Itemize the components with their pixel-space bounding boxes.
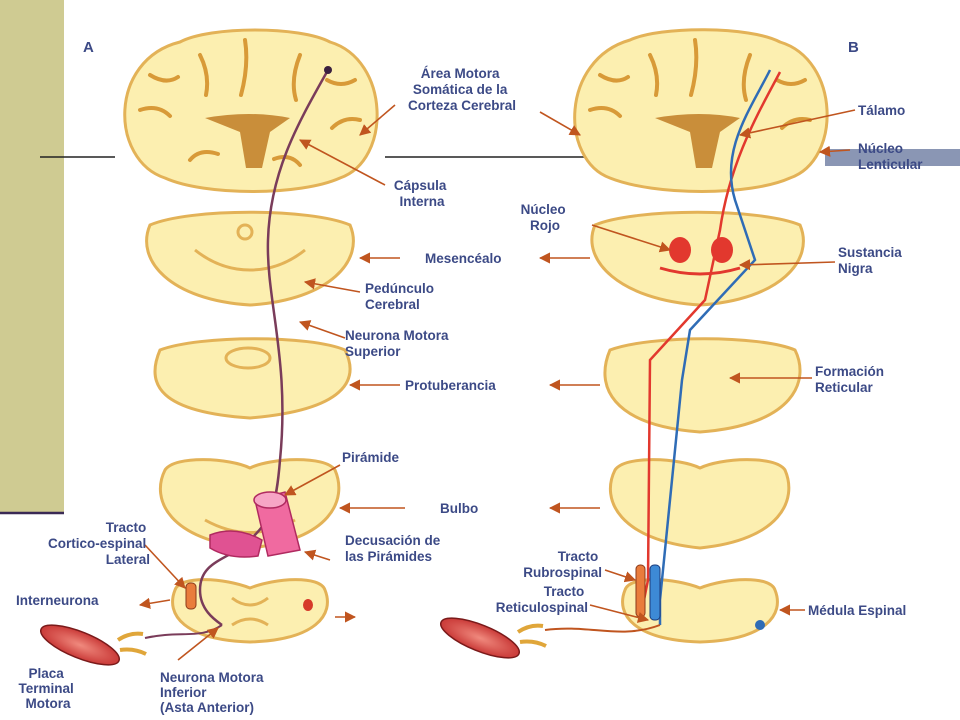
label-reticulospinal: Tracto Reticulospinal bbox=[496, 584, 588, 615]
label-midbrain: Mesencéalo bbox=[425, 251, 502, 266]
panel-label-b: B bbox=[848, 39, 859, 56]
pons-section-right-icon bbox=[603, 337, 802, 434]
sidebar-bar bbox=[0, 0, 64, 512]
label-thalamus: Tálamo bbox=[858, 103, 905, 118]
tract-columns-icon bbox=[635, 564, 661, 621]
medulla-section-right-icon bbox=[609, 458, 791, 550]
label-reticular: Formación Reticular bbox=[815, 364, 888, 395]
red-nucleus-icon bbox=[669, 237, 691, 263]
brain-section-right-icon bbox=[573, 28, 829, 193]
label-internal-capsule: Cápsula Interna bbox=[394, 178, 450, 209]
label-peduncle: Pedúnculo Cerebral bbox=[365, 281, 438, 312]
midbrain-section-right-icon bbox=[590, 210, 805, 307]
label-substantia-nigra: Sustancia Nigra bbox=[838, 245, 906, 276]
midbrain-section-icon bbox=[145, 210, 355, 307]
label-end-plate: Placa Terminal Motora bbox=[18, 666, 77, 711]
panel-label-a: A bbox=[83, 39, 94, 56]
label-decussation: Decusación de las Pirámides bbox=[345, 533, 444, 564]
label-upper-neuron: Neurona Motora Superior bbox=[345, 328, 452, 359]
muscle-right-icon bbox=[440, 617, 661, 659]
leader-arrows bbox=[138, 104, 856, 661]
label-lateral-tract: Tracto Cortico-espinal Lateral bbox=[48, 520, 150, 567]
blue-tract bbox=[658, 69, 772, 625]
label-motor-area: Área Motora Somática de la Corteza Cereb… bbox=[408, 66, 516, 113]
label-lentiform: Núcleo Lenticular bbox=[858, 141, 923, 172]
label-pons: Protuberancia bbox=[405, 378, 496, 393]
label-lower-neuron: Neurona Motora Inferior (Asta Anterior) bbox=[160, 670, 267, 715]
lateral-tract-icon bbox=[185, 582, 197, 610]
label-red-nucleus: Núcleo Rojo bbox=[521, 202, 570, 233]
spinal-cord-section-icon bbox=[171, 578, 329, 644]
label-rubrospinal: Tracto Rubrospinal bbox=[523, 549, 602, 580]
pons-section-icon bbox=[153, 337, 352, 420]
label-medulla: Bulbo bbox=[440, 501, 478, 516]
gray-bar bbox=[825, 149, 960, 166]
label-spinal-cord: Médula Espinal bbox=[808, 603, 906, 618]
muscle-icon bbox=[40, 624, 223, 666]
red-tract bbox=[638, 71, 782, 621]
label-pyramid: Pirámide bbox=[342, 450, 400, 465]
pyramid-icon bbox=[209, 491, 301, 558]
upper-motor-neuron bbox=[198, 69, 330, 627]
brain-section-icon bbox=[123, 28, 379, 193]
label-interneuron: Interneurona bbox=[16, 593, 99, 608]
